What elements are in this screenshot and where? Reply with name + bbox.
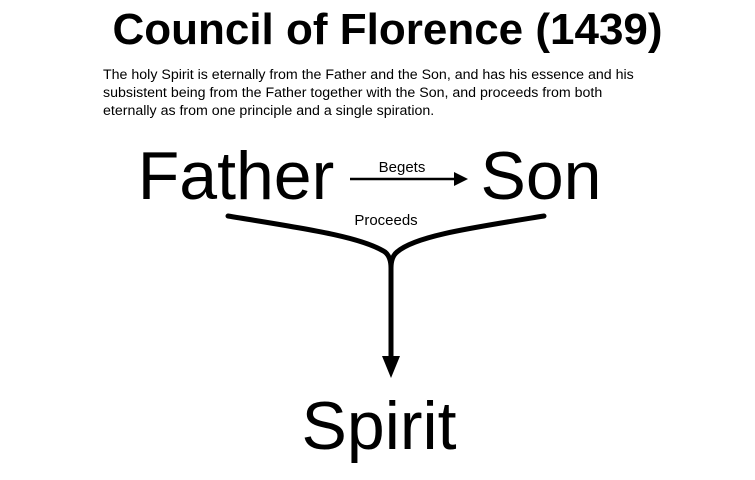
proceeds-arrowhead (382, 356, 400, 378)
quote-line-2: subsistent being from the Father togethe… (103, 85, 603, 101)
quote-line-3: eternally as from one principle and a si… (103, 103, 435, 119)
node-spirit: Spirit (302, 388, 457, 464)
begets-arrow (350, 172, 468, 186)
node-son: Son (481, 138, 602, 214)
page-title: Council of Florence (1439) (112, 5, 663, 54)
quote-line-1: The holy Spirit is eternally from the Fa… (103, 67, 634, 83)
begets-label: Begets (379, 159, 426, 176)
node-father: Father (138, 138, 335, 214)
proceeds-label: Proceeds (354, 212, 417, 229)
proceeds-connector (225, 213, 547, 378)
doctrine-quote: The holy Spirit is eternally from the Fa… (103, 66, 703, 120)
